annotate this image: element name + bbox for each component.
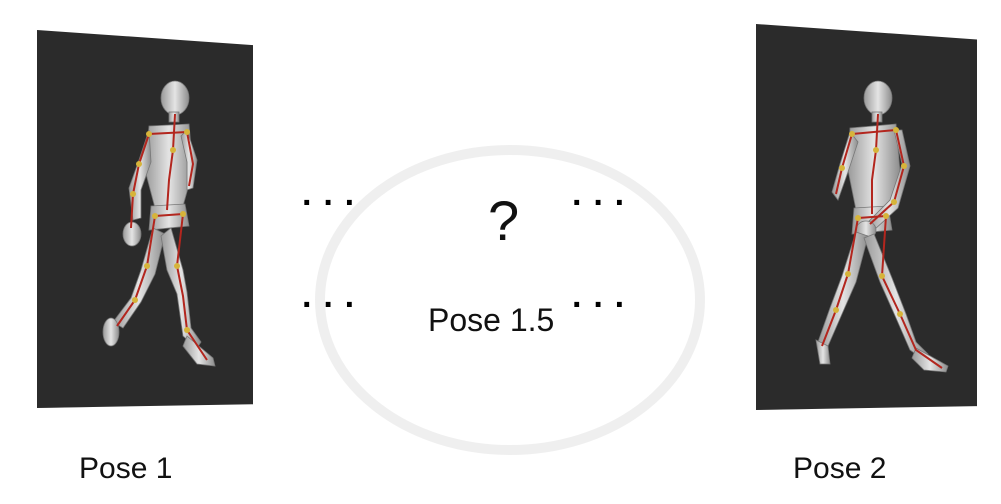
walking-figure-icon bbox=[815, 80, 949, 373]
pose-1-5-label: Pose 1.5 bbox=[428, 302, 555, 338]
unknown-pose-question-mark: ? bbox=[488, 189, 520, 252]
pose-1-panel bbox=[37, 30, 253, 408]
ellipsis-bottom-left: ··· bbox=[302, 286, 366, 324]
walking-figure-icon bbox=[102, 80, 216, 367]
ellipsis-bottom-right: ··· bbox=[572, 286, 636, 324]
ellipsis-top-right: ··· bbox=[572, 184, 636, 222]
pose-2-label: Pose 2 bbox=[793, 452, 887, 485]
ellipsis-top-left: ··· bbox=[302, 184, 366, 222]
pose-1-label: Pose 1 bbox=[79, 452, 173, 485]
pose-2-panel bbox=[756, 24, 977, 410]
